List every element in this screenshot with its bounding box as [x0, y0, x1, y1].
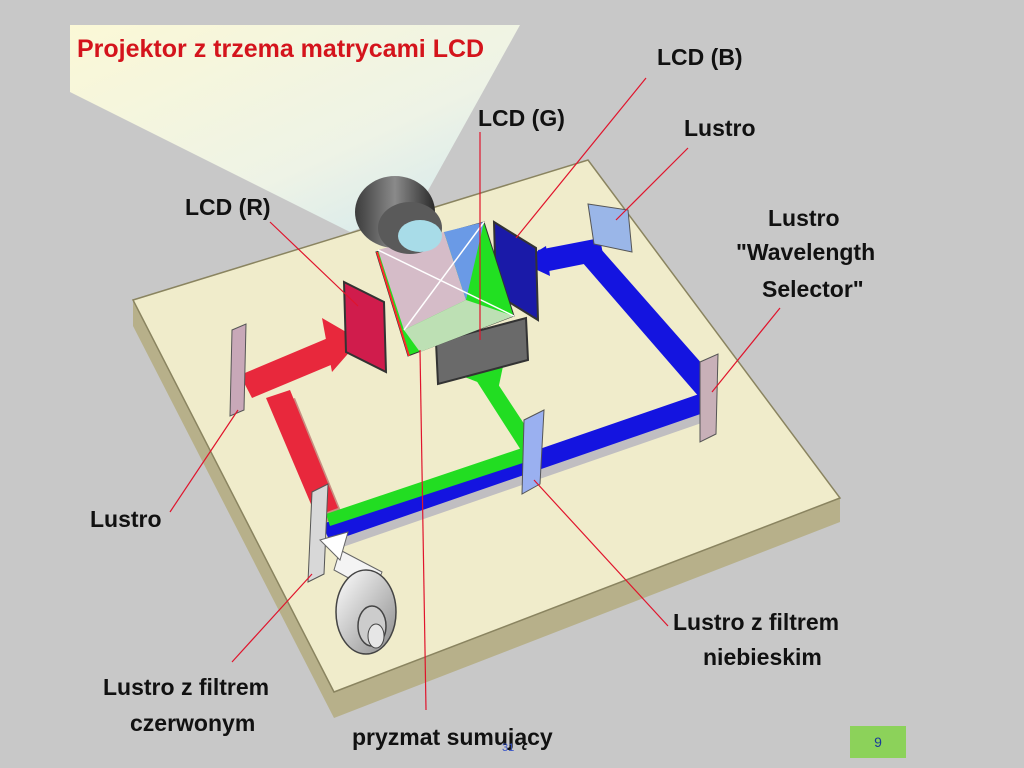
board-side: [133, 300, 840, 718]
mirror-left: [229, 323, 247, 417]
label-wavelength-line1: Lustro: [768, 205, 840, 231]
label-blue-filter-line2: niebieskim: [703, 644, 822, 670]
mirror-blue-filter: [521, 409, 545, 495]
label-mirror-top: Lustro: [684, 115, 756, 141]
label-red-filter-line1: Lustro z filtrem: [103, 674, 269, 700]
label-red-filter-line2: czerwonym: [130, 710, 255, 736]
label-mirror-left: Lustro: [90, 506, 162, 532]
lamp: [335, 569, 397, 655]
mirror-red-filter: [307, 483, 329, 583]
projection-lens: [355, 176, 442, 254]
label-lcd-g: LCD (G): [478, 105, 565, 131]
page-number: 9: [874, 734, 882, 750]
label-wavelength-line2: "Wavelength: [736, 239, 875, 265]
label-blue-filter-line1: Lustro z filtrem: [673, 609, 839, 635]
lcd-red-panel: [342, 280, 388, 374]
label-lcd-r: LCD (R): [185, 194, 271, 220]
lcd-green-panel: [434, 316, 530, 386]
slide-number: 31: [502, 742, 514, 754]
mirror-wavelength-selector: [699, 353, 719, 443]
mirror-top: [587, 203, 633, 253]
label-prism: pryzmat sumujący: [352, 724, 553, 750]
label-lcd-b: LCD (B): [657, 44, 743, 70]
page-number-badge: 9: [850, 726, 906, 758]
leader-lines: [169, 77, 781, 711]
label-wavelength-line3: Selector": [762, 276, 864, 302]
diagram-title: Projektor z trzema matrycami LCD: [77, 35, 484, 63]
